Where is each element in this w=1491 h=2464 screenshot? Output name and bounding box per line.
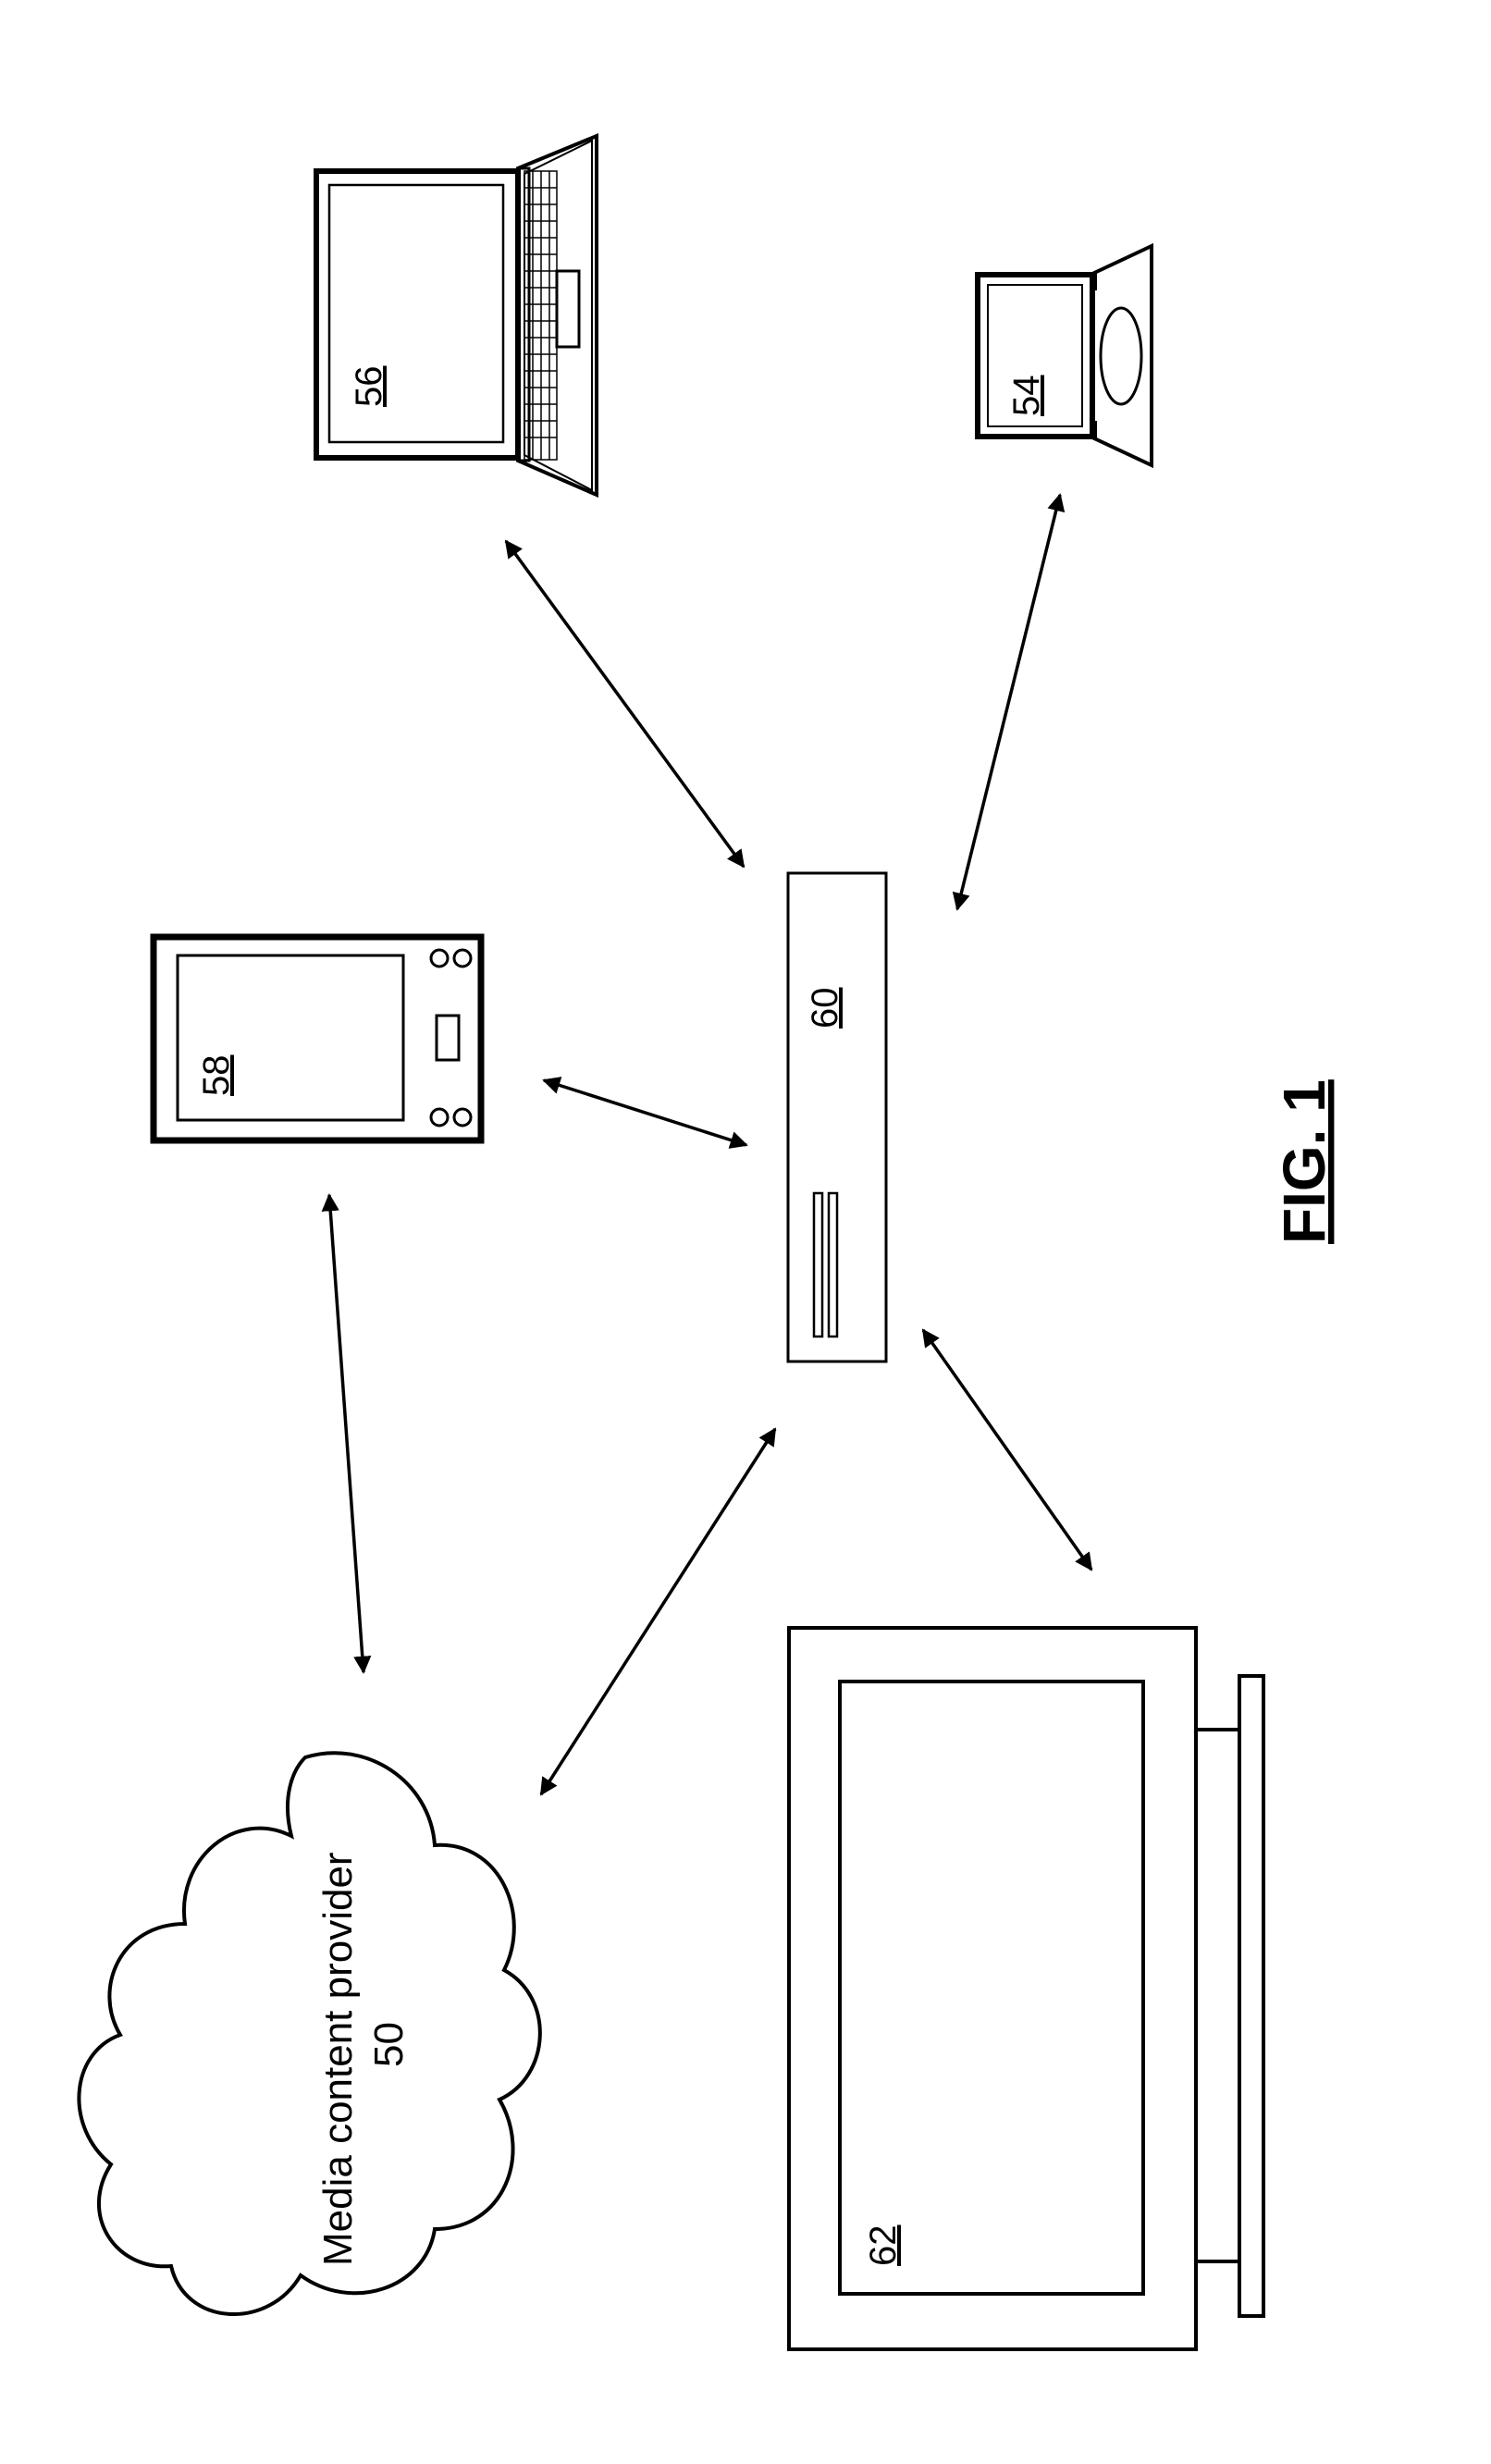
monitor-neck <box>1196 1730 1239 2261</box>
media-content-provider-cloud: Media content provider 50 <box>79 1753 539 2314</box>
arrow-hub-laptop54 <box>957 495 1060 909</box>
hub-60-label: 60 <box>805 988 845 1029</box>
monitor-base <box>1239 1676 1263 2316</box>
hinge-top <box>1090 272 1097 290</box>
monitor-62: 62 <box>789 1628 1263 2349</box>
hub-60: 60 <box>788 873 886 1361</box>
laptop-54-label: 54 <box>1006 376 1047 417</box>
connectors <box>329 495 1091 1794</box>
arrow-tablet58-cloud <box>329 1195 364 1672</box>
touchpad <box>557 271 579 347</box>
monitor-62-label: 62 <box>863 2225 904 2267</box>
tablet-button <box>437 1016 459 1060</box>
laptop-56: 56 <box>316 136 597 495</box>
tablet-58: 58 <box>154 937 481 1140</box>
figure-label: FIG. 1 <box>1271 1079 1337 1244</box>
disc-slot-2 <box>829 1193 837 1337</box>
arrow-hub-cloud <box>541 1429 775 1794</box>
disc-slot-1 <box>814 1193 822 1337</box>
laptop-54: 54 <box>978 246 1152 465</box>
arrow-hub-tablet58 <box>544 1080 746 1145</box>
tablet-58-label: 58 <box>196 1055 237 1097</box>
touchpad-oval <box>1101 308 1141 404</box>
laptop-56-label: 56 <box>349 366 389 408</box>
hinge-bottom <box>1090 421 1097 439</box>
arrow-hub-laptop56 <box>506 541 744 867</box>
arrow-hub-monitor62 <box>923 1330 1091 1570</box>
cloud-label-line1: Media content provider <box>315 1852 361 2266</box>
cloud-label-line2: 50 <box>366 2022 412 2067</box>
